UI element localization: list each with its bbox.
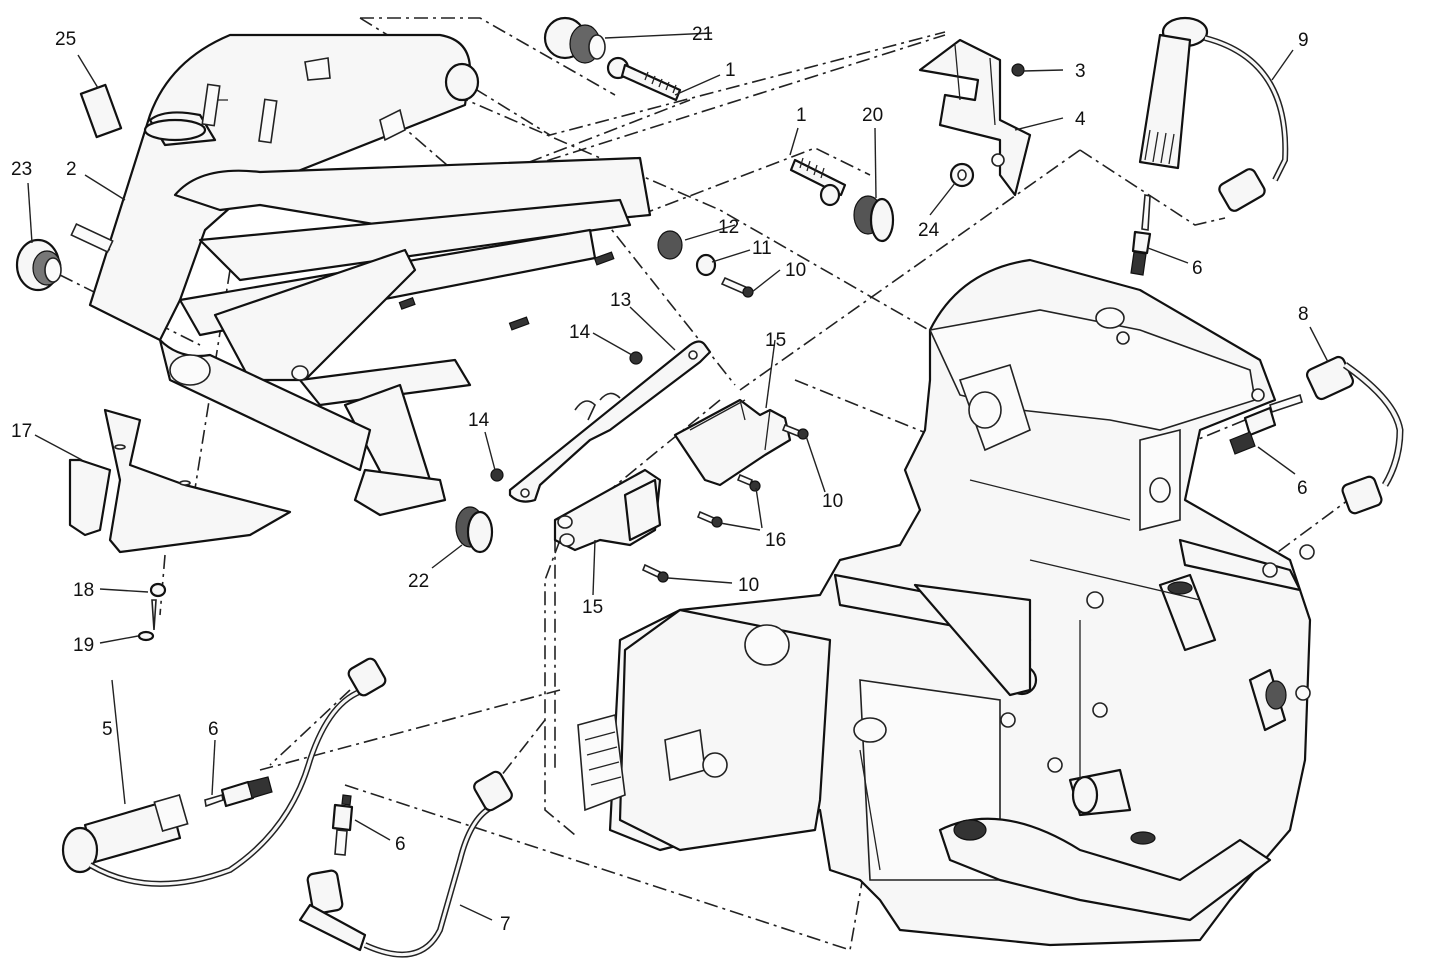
callout-17: 17 (11, 421, 32, 442)
callout-6-left: 6 (208, 719, 219, 740)
callout-4: 4 (1075, 109, 1086, 130)
callout-14-lower: 14 (468, 410, 490, 431)
callout-15-lower: 15 (582, 597, 603, 618)
bushing[interactable] (853, 195, 895, 243)
nut-lower[interactable] (490, 468, 504, 482)
callout-6-bottom: 6 (395, 834, 406, 855)
leader-lines (27, 32, 1329, 921)
callout-12: 12 (718, 217, 739, 238)
callout-5: 5 (102, 719, 113, 740)
callout-11: 11 (752, 238, 772, 259)
rivet[interactable] (137, 599, 157, 642)
bracket-screw[interactable] (1011, 63, 1025, 77)
callout-23: 23 (11, 159, 32, 180)
callout-22: 22 (408, 571, 429, 592)
label-sticker[interactable] (79, 83, 123, 139)
rubber-mount[interactable] (657, 230, 683, 260)
screw-upper[interactable] (720, 276, 754, 298)
callout-1-lower: 1 (796, 105, 807, 126)
mounting-bracket[interactable] (918, 38, 1032, 197)
callout-6-right: 6 (1297, 478, 1308, 499)
callout-16: 16 (765, 530, 786, 551)
spark-plug-top[interactable] (1130, 194, 1152, 276)
callout-1-upper: 1 (725, 60, 736, 81)
spark-plug-cap-right[interactable] (1305, 355, 1404, 515)
callout-9: 9 (1298, 30, 1309, 51)
screw-coil-lower[interactable] (641, 563, 669, 583)
callout-10-lower: 10 (738, 575, 759, 596)
callout-10-upper: 10 (785, 260, 806, 281)
spark-plug-left[interactable] (204, 776, 273, 808)
spark-plug-right[interactable] (1229, 393, 1303, 455)
callout-24: 24 (918, 220, 940, 241)
ignition-coil-lead[interactable] (1138, 16, 1289, 213)
callout-labels: 25 23 2 21 1 1 20 3 4 24 9 6 12 11 10 13… (11, 24, 1309, 935)
screw-16-lower[interactable] (696, 510, 723, 528)
callout-6-top: 6 (1192, 258, 1203, 279)
spark-plug-bottom[interactable] (331, 794, 354, 856)
callout-7: 7 (500, 914, 511, 935)
callout-14-upper: 14 (569, 322, 591, 343)
guard[interactable] (68, 408, 292, 554)
spark-plug-cap-left[interactable] (61, 657, 387, 887)
callout-13: 13 (610, 290, 631, 311)
rear-bushing[interactable] (543, 16, 606, 64)
callout-19: 19 (73, 635, 94, 656)
screw-16-upper[interactable] (736, 473, 761, 492)
nut-upper[interactable] (629, 351, 643, 365)
frame-screw-upper[interactable] (606, 56, 682, 102)
callout-10-middle: 10 (822, 491, 843, 512)
callout-25: 25 (55, 29, 76, 50)
callout-2: 2 (66, 159, 77, 180)
washer[interactable] (695, 253, 717, 277)
engine[interactable] (577, 258, 1315, 947)
coil-bracket[interactable] (508, 340, 712, 503)
ignition-coil-upper[interactable] (673, 398, 792, 487)
callout-18: 18 (73, 580, 94, 601)
grommet[interactable] (15, 238, 62, 292)
frame-screw-lower[interactable] (789, 157, 847, 207)
callout-15-upper: 15 (765, 330, 786, 351)
spacer[interactable] (949, 162, 975, 188)
callout-8: 8 (1298, 304, 1309, 325)
ignition-coil-lower[interactable] (553, 468, 662, 552)
frame[interactable] (70, 33, 652, 517)
callout-20: 20 (862, 105, 883, 126)
spark-plug-lead[interactable] (298, 770, 514, 958)
callout-21: 21 (692, 24, 713, 45)
frame-bushing-lower[interactable] (455, 506, 494, 554)
fastener[interactable] (149, 582, 167, 598)
callout-3: 3 (1075, 61, 1086, 82)
